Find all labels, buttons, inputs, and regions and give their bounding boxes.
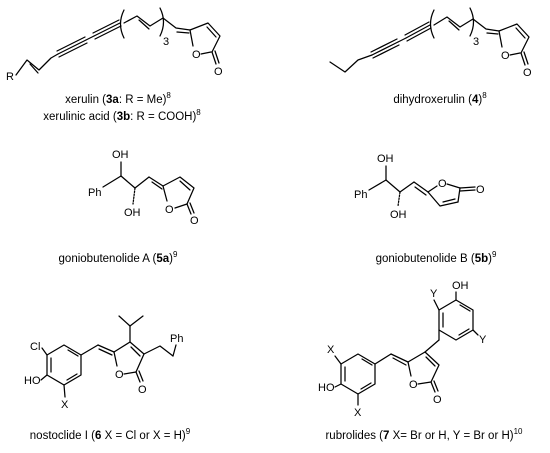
atom-o-ring-7: O [409,379,418,391]
ring-butenolide-7 [407,351,440,383]
ring-butenolide-xerulin [189,22,221,53]
bracket-right-dihydroxerulin [469,7,475,37]
caption-rubrolides: rubrolides (7 X= Br or H, Y = Br or H)10 [325,427,523,442]
atom-o-ring-6: O [115,369,124,381]
bond-chain-xerulin [15,53,59,76]
bracket-left-dihydroxerulin [429,9,435,39]
atom-o-ring-5a: O [165,204,174,216]
structure-nostoclide: Cl HO X O O Ph [24,315,183,411]
ring-butenolide-dihydroxerulin [498,23,530,54]
atom-ho-7: HO [318,382,335,394]
atom-ph-5b: Ph [354,189,367,201]
atom-oh-7: OH [452,280,469,292]
bond-single-xerulin [85,35,95,41]
atom-y-right-7: Y [479,334,487,346]
ring-benzene-6 [46,344,82,386]
bond-exocyclic-dihydroxerulin [472,18,500,32]
atom-oh-bottom-5b: OH [390,209,407,221]
bond-diene-dihydroxerulin [433,16,474,28]
subscript-3-xerulin: 3 [163,36,169,48]
atom-r: R [6,71,14,83]
bracket-left-xerulin [119,9,125,39]
bond-diene-xerulin [123,15,164,27]
atom-o-carbonyl-5a: O [190,215,199,227]
bond-triple-2-dihydroxerulin [405,24,431,39]
atom-o-carbonyl-7: O [433,394,442,406]
atom-o-carbonyl-6: O [138,384,147,396]
ring-butenolide-5a [162,176,195,205]
structure-goniobutenolide-a: OH Ph OH O O [88,149,199,227]
bond-chain-dihydroxerulin [329,54,373,73]
ring-benzene-left-7 [340,353,376,395]
atom-x-6: X [61,399,69,411]
bond-benzyl-6 [143,345,174,357]
atom-cl-6: Cl [30,341,40,353]
caption-dihydroxerulin: dihydroxerulin (4)8 [393,91,487,106]
atom-x-bottom-7: X [354,407,362,419]
caption-goniobutenolide-a: goniobutenolide A (5a)9 [59,250,178,265]
bond-exocyclic-xerulin [162,17,191,31]
structure-xerulin: R 3 O O [6,7,223,83]
ring-butenolide-5b [427,191,459,207]
caption-goniobutenolide-b: goniobutenolide B (5b)9 [376,250,497,265]
caption-xerulinic-acid: xerulinic acid (3b: R = COOH)8 [43,108,201,123]
atom-o-carbonyl-xerulin: O [214,66,223,78]
structure-rubrolides: X HO X O O OH Y Y [318,280,487,419]
atom-ph-5a: Ph [88,187,101,199]
ring-butenolide-6 [113,341,145,373]
caption-nostoclide: nostoclide I (6 X = Cl or X = H)9 [30,427,191,442]
atom-o-ring-xerulin: O [192,49,201,61]
atom-y-left-7: Y [430,288,438,300]
caption-xerulin: xerulin (3a: R = Me)8 [65,91,171,106]
atom-oh-top-5a: OH [112,149,129,161]
bracket-right-xerulin [159,7,165,37]
atom-oh-bottom-5a: OH [124,207,141,219]
atom-o-ring-5b: O [438,178,447,190]
bond-triple-2-xerulin [93,22,121,37]
atom-ho-6: HO [24,375,41,387]
structure-goniobutenolide-b: OH Ph OH O O [354,153,485,221]
subscript-3-dihydroxerulin: 3 [473,36,479,48]
atom-ph-6: Ph [170,333,183,345]
bond-double-xerulin [29,63,39,74]
structure-dihydroxerulin: 3 O O [329,7,532,79]
atom-oh-top-5b: OH [377,153,394,165]
atom-o-carbonyl-5b: O [476,184,485,196]
atom-o-carbonyl-dihydroxerulin: O [523,67,532,79]
bond-triple-1-dihydroxerulin [371,41,399,56]
bond-triple-1-xerulin [57,39,87,55]
atom-o-ring-dihydroxerulin: O [501,50,510,62]
atom-x-top-7: X [327,344,335,356]
ring-benzene-right-7 [438,299,474,341]
